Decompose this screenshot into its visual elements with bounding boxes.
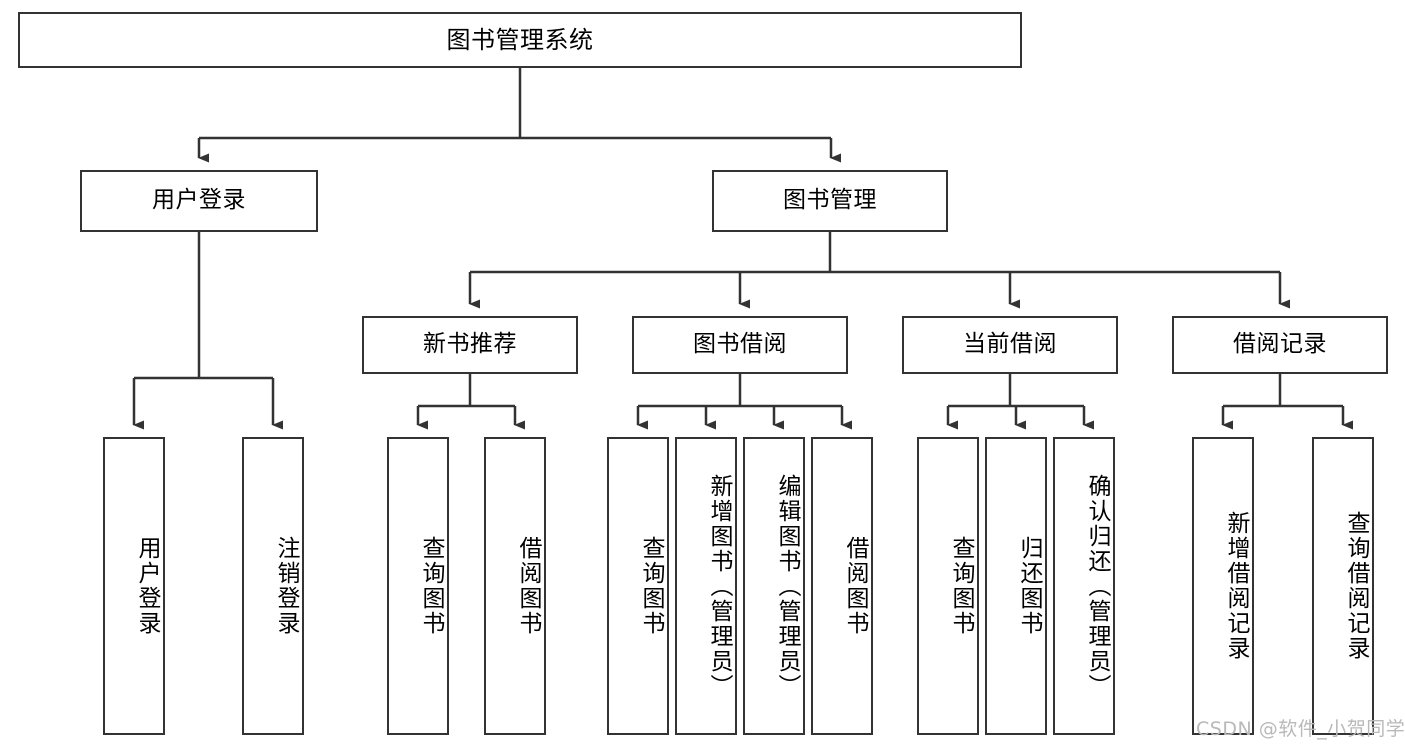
node-leaf-query-book-current[interactable]: 查询图书 <box>917 437 979 735</box>
edge-currentborrow-to-leaves <box>946 374 1094 430</box>
node-current-borrow-label: 当前借阅 <box>963 331 1057 358</box>
node-book-management-label: 图书管理 <box>783 187 877 214</box>
node-leaf-user-login-label: 用户登录 <box>134 536 160 636</box>
edge-root-to-level1 <box>197 68 841 163</box>
node-leaf-user-login[interactable]: 用户登录 <box>103 437 165 735</box>
node-leaf-edit-book-admin-label: 编辑图书（管理员） <box>774 473 800 699</box>
node-leaf-confirm-return-admin[interactable]: 确认归还（管理员） <box>1053 437 1115 735</box>
node-leaf-query-book-current-label: 查询图书 <box>948 536 974 636</box>
node-leaf-query-book-borrow[interactable]: 查询图书 <box>607 437 669 735</box>
node-leaf-borrow-book-rec[interactable]: 借阅图书 <box>484 437 546 735</box>
edge-newbookrec-to-leaves <box>416 374 525 430</box>
node-book-management[interactable]: 图书管理 <box>712 170 948 232</box>
node-leaf-return-book[interactable]: 归还图书 <box>985 437 1047 735</box>
node-new-book-recommend-label: 新书推荐 <box>423 331 517 358</box>
node-leaf-user-logout-label: 注销登录 <box>273 536 299 636</box>
node-leaf-query-book-rec[interactable]: 查询图书 <box>387 437 449 735</box>
node-leaf-add-book-admin-label: 新增图书（管理员） <box>706 473 732 699</box>
node-leaf-query-book-rec-label: 查询图书 <box>418 536 444 636</box>
node-leaf-query-borrow-record-label: 查询借阅记录 <box>1343 511 1369 661</box>
node-leaf-query-book-borrow-label: 查询图书 <box>638 536 664 636</box>
node-leaf-borrow-book-borrow[interactable]: 借阅图书 <box>811 437 873 735</box>
node-leaf-confirm-return-admin-label: 确认归还（管理员） <box>1084 473 1110 699</box>
node-leaf-add-book-admin[interactable]: 新增图书（管理员） <box>675 437 737 735</box>
node-user-login[interactable]: 用户登录 <box>80 170 318 232</box>
edge-borrowrecord-to-leaves <box>1221 374 1353 430</box>
edge-bookmgmt-to-level2 <box>468 232 1290 309</box>
node-current-borrow[interactable]: 当前借阅 <box>902 316 1118 374</box>
node-borrow-record-label: 借阅记录 <box>1233 331 1327 358</box>
node-leaf-borrow-book-rec-label: 借阅图书 <box>515 536 541 636</box>
node-leaf-edit-book-admin[interactable]: 编辑图书（管理员） <box>743 437 805 735</box>
node-user-login-label: 用户登录 <box>152 187 246 214</box>
node-leaf-borrow-book-borrow-label: 借阅图书 <box>842 536 868 636</box>
csdn-watermark: CSDN @软件_小贺同学 <box>1196 718 1405 740</box>
node-leaf-add-borrow-record[interactable]: 新增借阅记录 <box>1192 437 1254 735</box>
node-leaf-return-book-label: 归还图书 <box>1016 536 1042 636</box>
node-leaf-add-borrow-record-label: 新增借阅记录 <box>1223 511 1249 661</box>
node-new-book-recommend[interactable]: 新书推荐 <box>362 316 578 374</box>
node-leaf-user-logout[interactable]: 注销登录 <box>242 437 304 735</box>
edge-bookborrow-to-leaves <box>636 374 852 430</box>
edge-userlogin-to-leaves <box>132 232 283 430</box>
node-book-borrow[interactable]: 图书借阅 <box>632 316 848 374</box>
node-root-system[interactable]: 图书管理系统 <box>18 12 1022 68</box>
node-borrow-record[interactable]: 借阅记录 <box>1172 316 1388 374</box>
node-book-borrow-label: 图书借阅 <box>693 331 787 358</box>
node-leaf-query-borrow-record[interactable]: 查询借阅记录 <box>1312 437 1374 735</box>
node-root-label: 图书管理系统 <box>446 25 594 54</box>
